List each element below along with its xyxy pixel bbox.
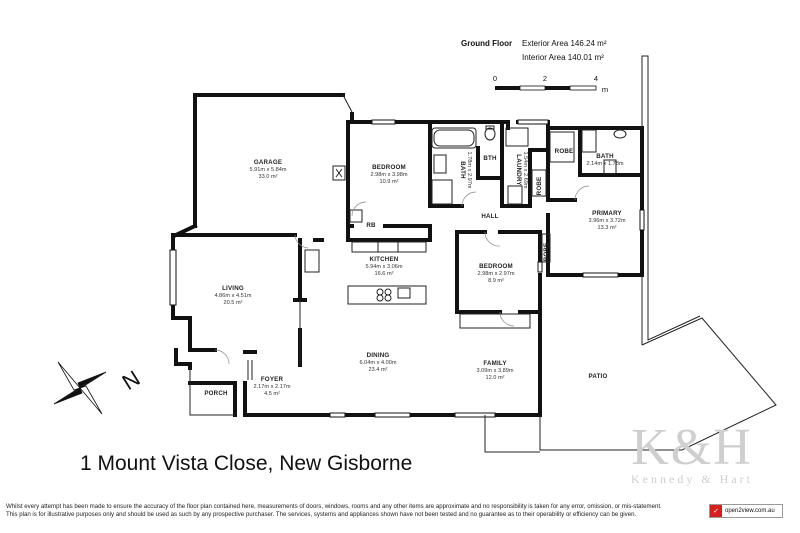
- toilet-icon: [484, 127, 496, 141]
- rb-label: RB: [366, 222, 376, 229]
- family-label: FAMILY: [483, 360, 507, 367]
- porch-label: PORCH: [204, 390, 228, 397]
- bedroom2-area: 8.9 m²: [488, 278, 504, 284]
- property-address: 1 Mount Vista Close, New Gisborne: [80, 452, 413, 475]
- dining-dims: 6.04m x 4.00m: [360, 360, 397, 366]
- scale-tick-2: 2: [543, 74, 547, 83]
- robe2-label: ROBE: [536, 177, 543, 196]
- scale-tick-4: 4: [594, 74, 598, 83]
- dining-area: 23.4 m²: [369, 367, 388, 373]
- family-dims: 3.09m x 3.89m: [477, 368, 514, 374]
- bth-label: BTH: [483, 155, 497, 162]
- interior-area: Interior Area 140.01 m²: [522, 53, 604, 62]
- kitchen-island-icon: [347, 285, 427, 305]
- bath2-dims: 2.14m x 1.78m: [587, 161, 624, 167]
- primary-area: 13.3 m²: [598, 225, 617, 231]
- bath1-label: BATH: [459, 161, 466, 179]
- toilet2-icon: [603, 159, 617, 175]
- basin-icon: [613, 129, 627, 139]
- garage-dims: 5.91m x 5.84m: [250, 167, 287, 173]
- primary-label: PRIMARY: [592, 210, 622, 217]
- watermark-monogram: K&H: [631, 419, 753, 476]
- scale-bar: 0 2 4 m: [493, 74, 608, 94]
- foyer-label: FOYER: [261, 376, 284, 383]
- bedroom1-dims: 2.98m x 3.98m: [371, 172, 408, 178]
- disclaimer: Whilst every attempt has been made to en…: [6, 503, 696, 519]
- kitchen-label: KITCHEN: [370, 256, 399, 263]
- scale-unit: m: [602, 85, 608, 94]
- bed-bench-icon: [459, 313, 531, 329]
- bedroom1-label: BEDROOM: [372, 164, 406, 171]
- open2view-badge[interactable]: ✓ open2view.com.au: [709, 504, 783, 518]
- hall-label: HALL: [481, 213, 498, 220]
- open2view-badge-text: open2view.com.au: [725, 508, 775, 514]
- vanity-icon: [433, 154, 447, 174]
- garage-label: GARAGE: [254, 159, 282, 166]
- floor-label: Ground Floor: [461, 39, 512, 48]
- robe3-label: ROBE: [543, 243, 550, 262]
- garage-area: 33.0 m²: [259, 174, 278, 180]
- brand-watermark: K&H Kennedy & Hart: [612, 422, 772, 487]
- living-label: LIVING: [222, 285, 244, 292]
- patio-outline: [189, 55, 777, 453]
- robe1-label: ROBE: [555, 148, 574, 155]
- bath2-label: BATH: [596, 153, 614, 160]
- foyer-dims: 2.17m x 2.17m: [254, 384, 291, 390]
- watermark-subtitle: Kennedy & Hart: [631, 472, 753, 486]
- scale-tick-0: 0: [493, 74, 497, 83]
- shower2-icon: [581, 129, 597, 153]
- open2view-logo-icon: ✓: [710, 505, 722, 517]
- laundry-tub-icon: [507, 185, 523, 205]
- family-area: 12.0 m²: [486, 375, 505, 381]
- disclaimer-line-2: This plan is for illustrative purposes o…: [6, 511, 637, 519]
- laundry-label: LAUNDRY: [515, 154, 522, 186]
- room-labels: GARAGE 5.91m x 5.84m 33.0 m² BEDROOM 2.9…: [204, 148, 626, 397]
- bath1-dims: 1.78m x 2.97m: [466, 152, 472, 189]
- cooktop-icon: [377, 241, 399, 253]
- north-label: N: [118, 365, 145, 395]
- compass-rose-icon: N: [53, 361, 145, 415]
- shower-icon: [431, 179, 453, 205]
- door-swing: [351, 201, 367, 217]
- laundry-dims: 1.54m x 2.69m: [522, 152, 528, 189]
- bedroom2-label: BEDROOM: [479, 263, 513, 270]
- fixtures: [214, 125, 627, 365]
- dining-label: DINING: [367, 352, 390, 359]
- patio-label: PATIO: [589, 373, 608, 380]
- area-header: Ground Floor Exterior Area 146.24 m² Int…: [461, 39, 607, 62]
- fridge-icon: [304, 249, 320, 273]
- laundry-bench-icon: [505, 127, 529, 147]
- disclaimer-line-1: Whilst every attempt has been made to en…: [6, 503, 662, 510]
- kitchen-dims: 5.94m x 3.06m: [366, 264, 403, 270]
- foyer-area: 4.5 m²: [264, 391, 280, 397]
- living-area: 20.5 m²: [224, 300, 243, 306]
- living-dims: 4.86m x 4.51m: [215, 293, 252, 299]
- walls: [171, 93, 644, 417]
- windows: [169, 119, 645, 418]
- bedroom1-area: 10.9 m²: [380, 179, 399, 185]
- bathtub-icon: [431, 127, 477, 149]
- bedroom2-dims: 2.98m x 2.97m: [478, 271, 515, 277]
- hot-water-icon: [332, 165, 346, 181]
- linen-icon: [349, 209, 363, 223]
- primary-dims: 3.96m x 3.72m: [589, 218, 626, 224]
- exterior-area: Exterior Area 146.24 m²: [522, 39, 607, 48]
- kitchen-area: 16.6 m²: [375, 271, 394, 277]
